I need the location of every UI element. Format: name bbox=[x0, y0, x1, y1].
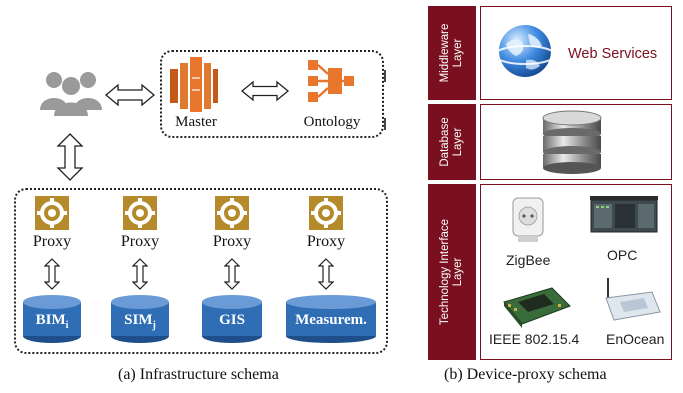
opc-device-icon bbox=[590, 196, 658, 233]
users-icon bbox=[40, 72, 102, 116]
master-ontology-group bbox=[160, 50, 384, 138]
device-label-zigbee: ZigBee bbox=[506, 252, 551, 268]
proxy-label: Proxy bbox=[212, 233, 252, 250]
caption-left: (a) Infrastructure schema bbox=[118, 366, 279, 383]
database-icon: BIMi bbox=[22, 294, 82, 344]
double-arrow-icon bbox=[318, 258, 334, 290]
device-label-opc: OPC bbox=[607, 247, 638, 263]
connector-mark bbox=[384, 70, 386, 82]
db-label-gis: GIS bbox=[219, 312, 245, 328]
db-stack-icon bbox=[542, 110, 602, 174]
double-arrow-icon bbox=[240, 80, 290, 102]
layer-strip-database bbox=[428, 104, 476, 180]
proxy-label: Proxy bbox=[120, 233, 160, 250]
proxy-label: Proxy bbox=[306, 233, 346, 250]
double-arrow-icon bbox=[56, 133, 84, 181]
zigbee-device-icon bbox=[512, 197, 544, 242]
device-label-ieee: IEEE 802.15.4 bbox=[489, 331, 580, 347]
enocean-device-icon bbox=[605, 278, 661, 321]
gear-icon bbox=[35, 196, 69, 230]
layer-strip-middleware bbox=[428, 6, 476, 100]
gear-icon bbox=[309, 196, 343, 230]
caption-right: (b) Device-proxy schema bbox=[444, 366, 607, 383]
web-services-label: Web Services bbox=[568, 46, 658, 62]
globe-icon bbox=[496, 25, 554, 77]
ieee-device-icon bbox=[503, 287, 571, 328]
double-arrow-icon bbox=[224, 258, 240, 290]
proxy-group bbox=[14, 188, 388, 354]
double-arrow-icon bbox=[44, 258, 60, 290]
gear-icon bbox=[215, 196, 249, 230]
master-server-icon bbox=[170, 57, 218, 112]
master-label: Master bbox=[175, 114, 217, 130]
database-icon: GIS bbox=[201, 294, 263, 344]
gear-icon bbox=[123, 196, 157, 230]
db-label-measurem: Measurem. bbox=[295, 312, 367, 328]
proxy-label: Proxy bbox=[32, 233, 72, 250]
database-icon: SIMj bbox=[110, 294, 170, 344]
ontology-icon bbox=[308, 60, 354, 102]
db-label-sim: SIMj bbox=[124, 312, 156, 331]
double-arrow-icon bbox=[104, 83, 156, 107]
device-label-enocean: EnOcean bbox=[606, 331, 665, 347]
db-label-bim: BIMi bbox=[35, 312, 69, 331]
database-icon: Measurem. bbox=[285, 294, 377, 344]
layer-strip-technology bbox=[428, 184, 476, 360]
ontology-label: Ontology bbox=[303, 114, 361, 130]
connector-mark bbox=[384, 118, 386, 130]
double-arrow-icon bbox=[132, 258, 148, 290]
